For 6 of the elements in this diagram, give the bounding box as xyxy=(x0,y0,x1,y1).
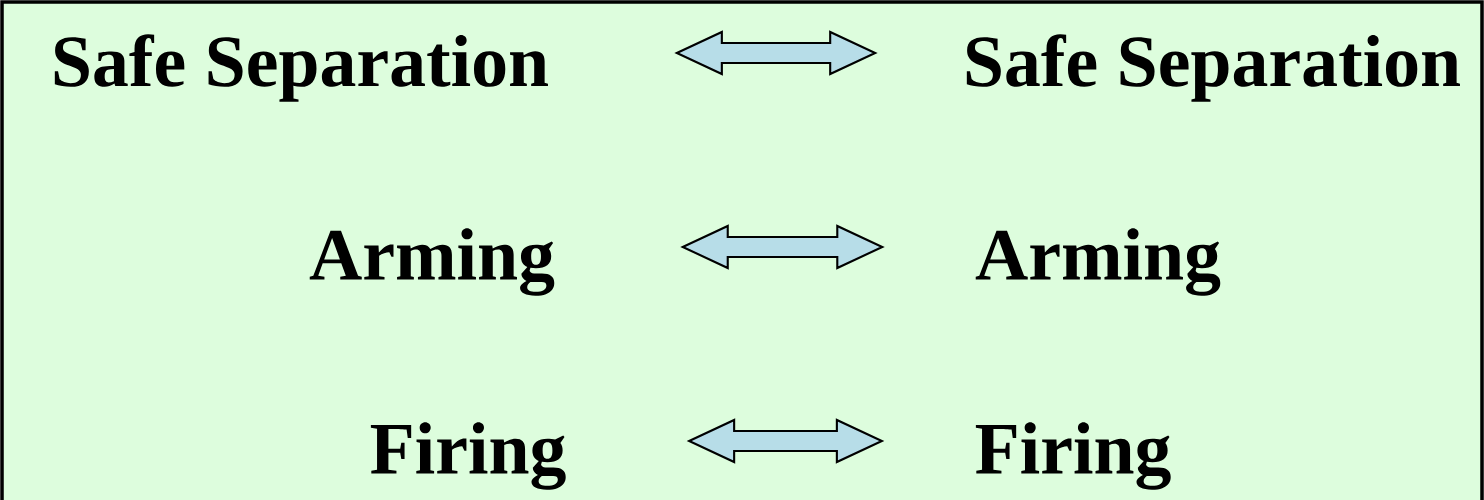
label-text: Firing xyxy=(370,422,566,490)
label-text: Firing xyxy=(975,422,1171,490)
label-text: Arming xyxy=(975,228,1221,296)
label-text: Arming xyxy=(309,228,555,296)
label-text: Safe Separation xyxy=(54,34,548,102)
label-text: Safe Separation xyxy=(966,34,1460,102)
